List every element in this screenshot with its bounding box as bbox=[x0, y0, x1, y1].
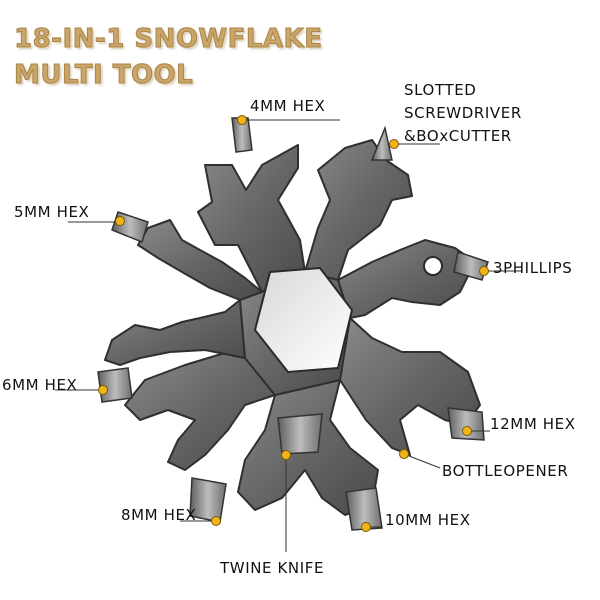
bit-6mm bbox=[97, 367, 133, 403]
label-12mm-hex: 12MM HEX bbox=[490, 415, 576, 433]
marker-twine bbox=[281, 450, 291, 460]
label-screwdriver-line-3: &BOxCUTTER bbox=[404, 127, 512, 145]
bit-screwdriver bbox=[370, 125, 393, 161]
marker-12mm bbox=[462, 426, 472, 436]
title-line-1: 18-IN-1 SNOWFLAKE bbox=[13, 24, 323, 55]
label-6mm-hex: 6MM HEX bbox=[2, 376, 78, 394]
label-4mm-hex: 4MM HEX bbox=[250, 97, 326, 115]
marker-bottle-opener bbox=[399, 449, 409, 459]
bit-10mm bbox=[345, 487, 383, 531]
marker-6mm bbox=[98, 385, 108, 395]
leader-lines bbox=[55, 119, 522, 552]
bit-12mm bbox=[447, 407, 485, 441]
bit-5mm bbox=[111, 211, 149, 244]
marker-5mm bbox=[115, 216, 125, 226]
callout-markers bbox=[98, 115, 489, 532]
phillips-hole bbox=[423, 256, 443, 276]
marker-4mm bbox=[237, 115, 247, 125]
title-line-2: MULTI TOOL bbox=[13, 60, 194, 91]
marker-10mm bbox=[361, 522, 371, 532]
marker-phillips bbox=[479, 266, 489, 276]
label-8mm-hex: 8MM HEX bbox=[121, 506, 197, 524]
label-3phillips: 3PHILLIPS bbox=[493, 259, 573, 277]
center-hex-hole bbox=[253, 266, 354, 374]
label-10mm-hex: 10MM HEX bbox=[385, 511, 471, 529]
label-5mm-hex: 5MM HEX bbox=[14, 203, 90, 221]
marker-screwdriver bbox=[389, 139, 399, 149]
label-slotted-screwdriver: SLOTTED SCREWDRIVER &BOxCUTTER bbox=[404, 79, 522, 148]
label-bottle-opener: BOTTLEOPENER bbox=[442, 462, 569, 480]
bit-twine bbox=[277, 413, 323, 455]
marker-8mm bbox=[211, 516, 221, 526]
label-screwdriver-line-1: SLOTTED bbox=[404, 81, 477, 99]
label-twine-knife: TWINE KNIFE bbox=[220, 559, 325, 577]
label-screwdriver-line-2: SCREWDRIVER bbox=[404, 104, 522, 122]
